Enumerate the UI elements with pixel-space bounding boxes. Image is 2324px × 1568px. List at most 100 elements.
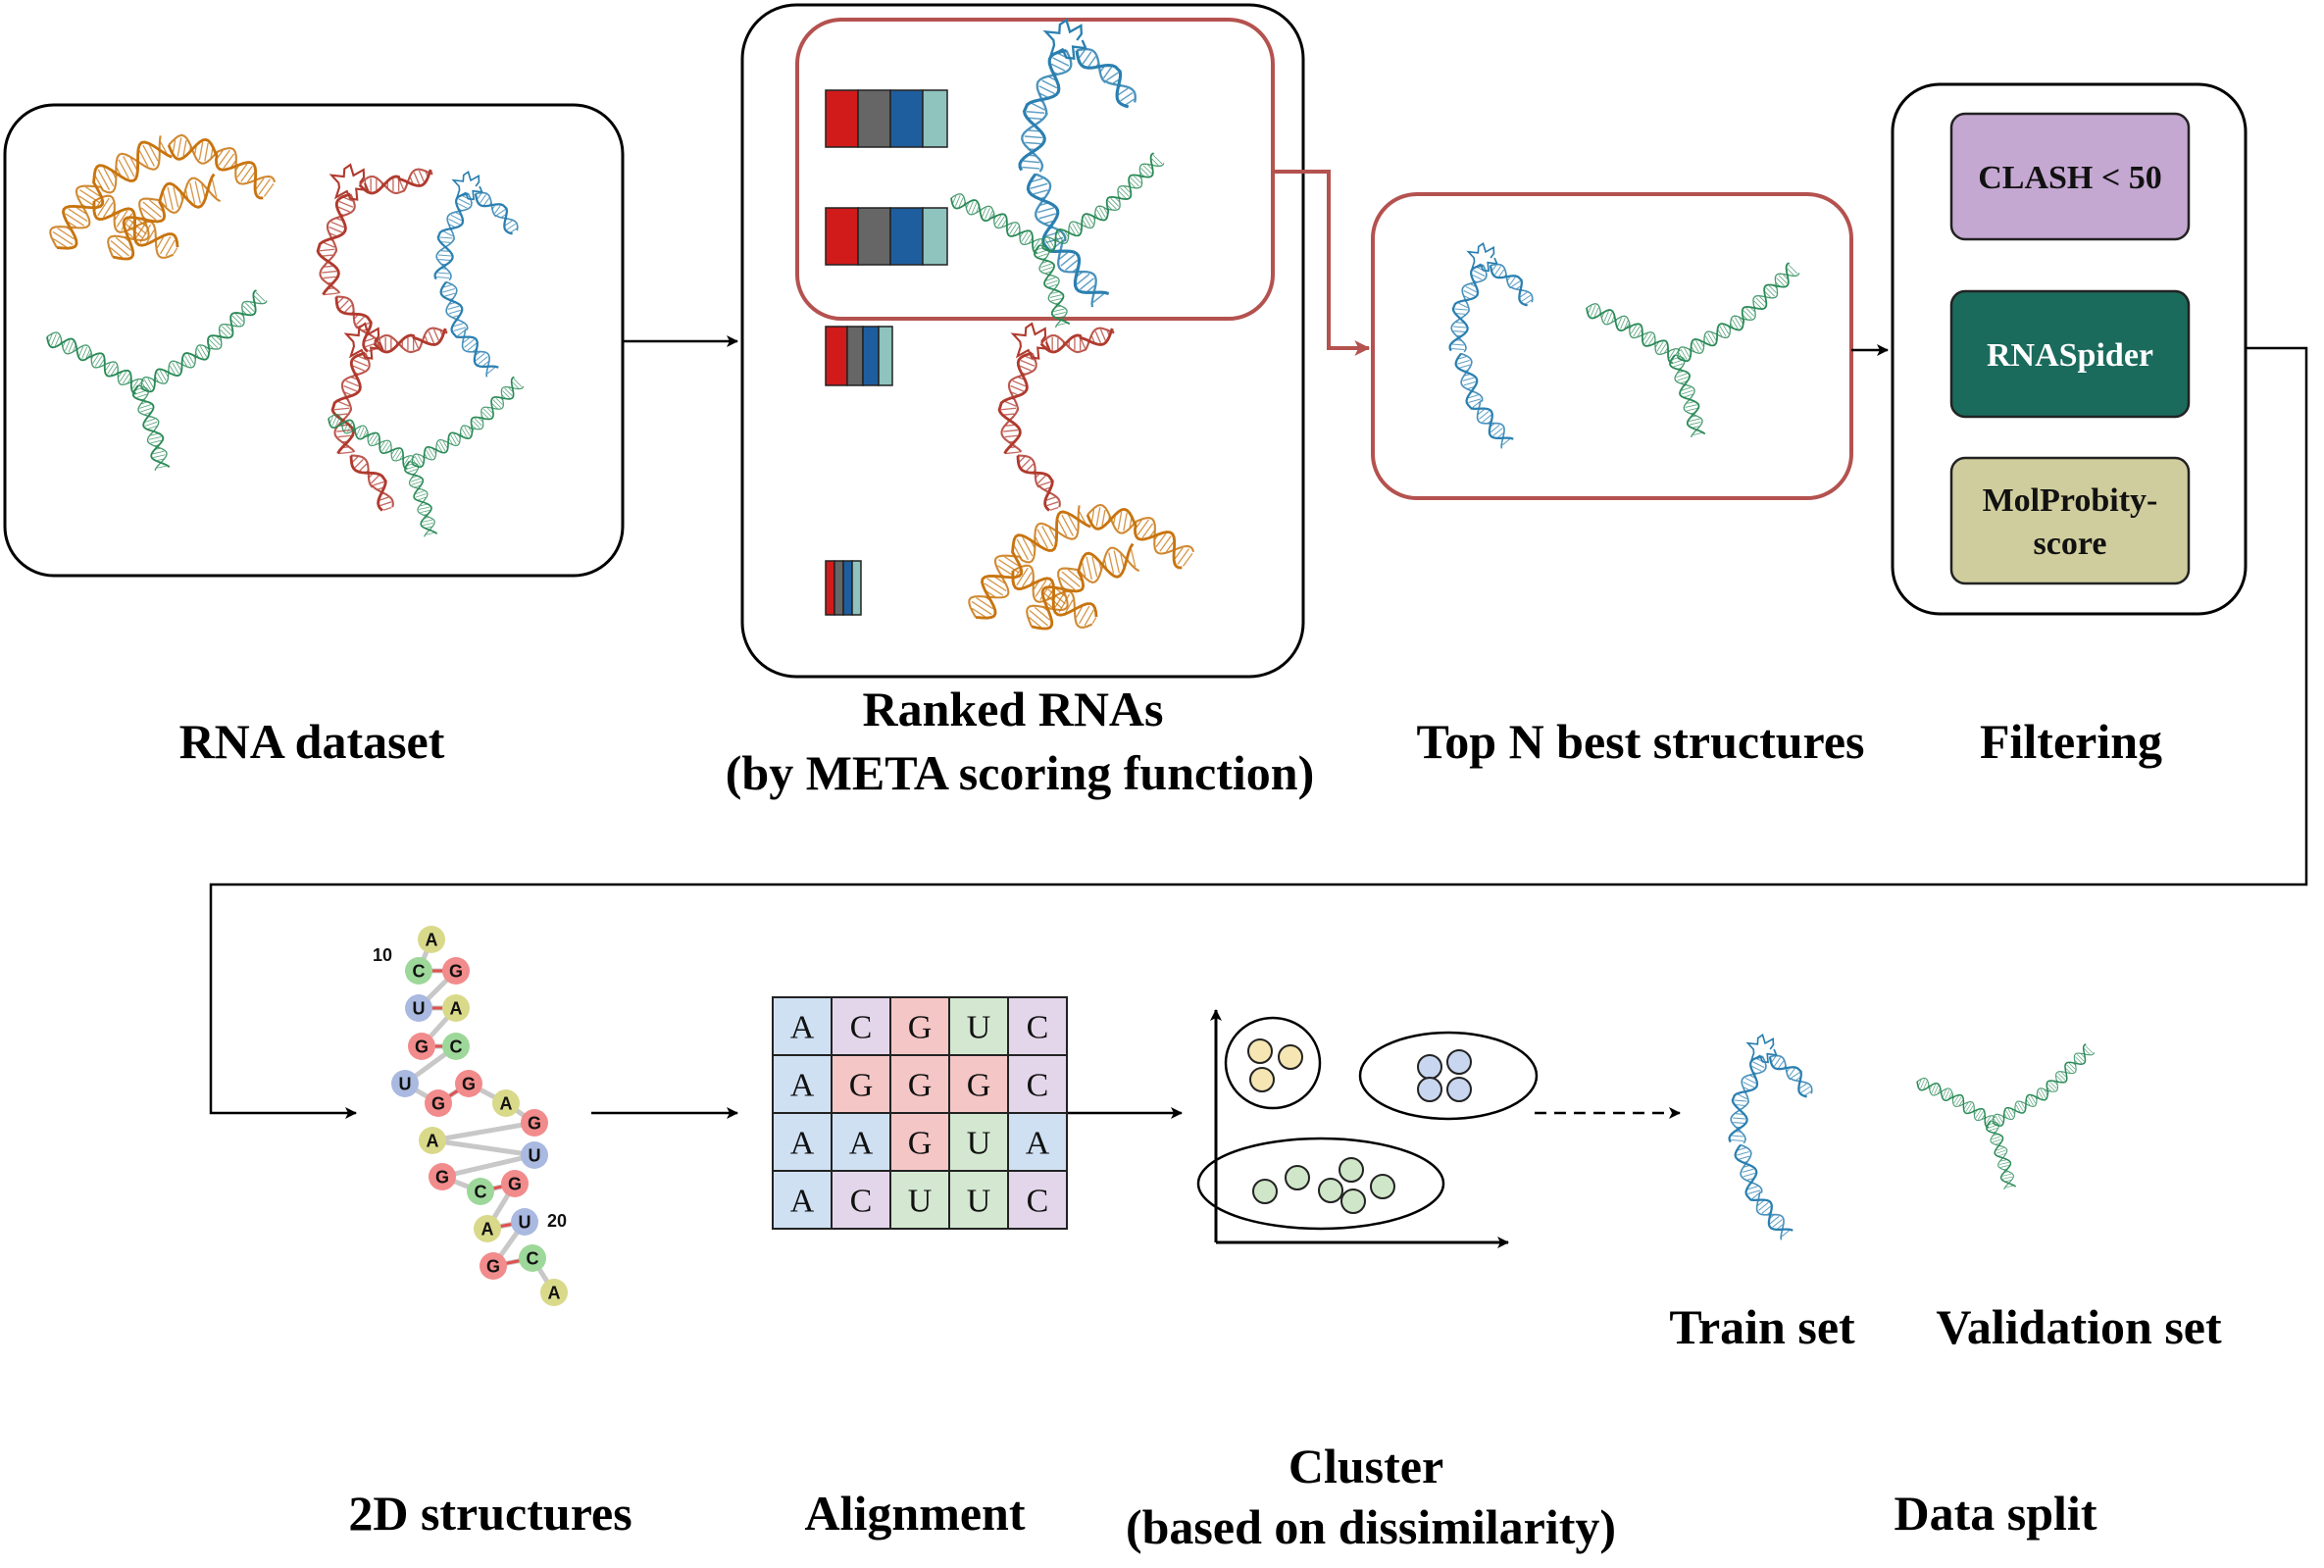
- cluster-point: [1278, 1044, 1303, 1070]
- nucleotide-node: [408, 1033, 435, 1060]
- alignment-letter: C: [1027, 1068, 1049, 1104]
- nucleotide-letter: G: [431, 1094, 445, 1114]
- alignment-cell: [948, 1112, 1009, 1172]
- rna-top-blue-icon: [1448, 242, 1534, 449]
- filter-label-1-1: CLASH < 50: [1978, 160, 2162, 196]
- alignment-letter: U: [967, 1010, 991, 1046]
- top-n-box: [1371, 192, 1853, 500]
- alignment-cell: [1007, 1170, 1068, 1230]
- caption-ranked-line2: (by META scoring function): [726, 745, 1315, 800]
- alignment-letter: U: [908, 1184, 933, 1220]
- rna-orange-1-icon: [49, 133, 277, 261]
- filter-label-3-1: MolProbity-: [1983, 482, 2158, 519]
- rna-red-2-icon: [330, 322, 448, 512]
- caption-rna-dataset: RNA dataset: [179, 714, 445, 769]
- alignment-letter: G: [849, 1068, 874, 1104]
- cluster-point: [1247, 1038, 1273, 1064]
- rna-green-1-icon: [46, 289, 268, 471]
- filter-label-2-1: RNASpider: [1987, 337, 2153, 374]
- cluster-point: [1339, 1157, 1364, 1183]
- alignment-cell: [1007, 1054, 1068, 1114]
- nucleotide-letter: C: [527, 1249, 539, 1269]
- cluster-point: [1249, 1067, 1275, 1092]
- alignment-letter: C: [1027, 1010, 1049, 1046]
- nucleotide-letter: G: [528, 1114, 541, 1134]
- caption-top-n: Top N best structures: [1417, 714, 1865, 769]
- alignment-cell: [889, 1170, 950, 1230]
- nucleotide-letter: G: [415, 1037, 429, 1057]
- alignment-letter: U: [967, 1126, 991, 1162]
- nucleotide-node: [474, 1215, 501, 1242]
- nucleotide-node: [521, 1141, 548, 1169]
- alignment-letter: G: [908, 1010, 933, 1046]
- cluster-point: [1446, 1077, 1472, 1102]
- caption-ranked-line1: Ranked RNAs: [862, 682, 1163, 736]
- rna-top-green-icon: [1586, 262, 1800, 438]
- nucleotide-node: [521, 1109, 548, 1137]
- alignment-letter: G: [908, 1068, 933, 1104]
- ranked-rnas-box: [740, 3, 1305, 679]
- alignment-cell: [889, 1054, 950, 1114]
- rna-blue-1-icon: [433, 171, 519, 378]
- cluster-point: [1417, 1077, 1442, 1102]
- rank-bar-2: [825, 207, 948, 266]
- filter-label-3-2: score: [2034, 526, 2107, 562]
- cluster-points: [1247, 1038, 1472, 1214]
- nucleotide-node: [480, 1252, 507, 1280]
- filter-box-2: [1949, 289, 2191, 419]
- rna-train-blue-icon: [1728, 1034, 1813, 1240]
- nucleotide-node: [429, 1163, 456, 1190]
- cluster-point: [1446, 1049, 1472, 1075]
- nucleotide-letter: A: [548, 1284, 561, 1303]
- rank-bar-3: [825, 326, 893, 386]
- caption-train-set: Train set: [1669, 1299, 1855, 1354]
- nucleotide-letter: G: [462, 1075, 476, 1094]
- nucleotide-letter: G: [486, 1257, 500, 1277]
- cluster-ellipse-2: [1358, 1031, 1539, 1121]
- cluster-ellipse-3: [1196, 1137, 1445, 1231]
- nucleotide-letter: C: [475, 1183, 487, 1202]
- alignment-letter: A: [790, 1068, 815, 1104]
- nucleotide-node: [418, 926, 445, 953]
- nucleotide-node: [501, 1170, 529, 1197]
- alignment-letter: C: [850, 1184, 873, 1220]
- top-selection-highlight: [795, 18, 1275, 321]
- caption-cluster-line2: (based on dissimilarity): [1126, 1499, 1616, 1554]
- nucleotide-letter: A: [500, 1094, 513, 1114]
- rank-bar-4: [825, 560, 862, 616]
- nucleotide-letter: G: [449, 962, 463, 982]
- rna-ranked-green-icon: [950, 152, 1165, 329]
- nucleotide-node: [511, 1208, 538, 1236]
- cluster-point: [1285, 1165, 1310, 1190]
- nucleotide-node: [442, 994, 470, 1022]
- nucleotide-node: [442, 1033, 470, 1060]
- nucleotide-node: [442, 957, 470, 985]
- cluster-point: [1340, 1189, 1366, 1214]
- nucleotide-node: [405, 957, 432, 985]
- nucleotide-node: [492, 1089, 520, 1117]
- alignment-letter: U: [967, 1184, 991, 1220]
- rna-ranked-blue-icon: [1018, 18, 1137, 308]
- alignment-cell: [1007, 996, 1068, 1056]
- nucleotide-letter: G: [508, 1175, 522, 1194]
- position-label-10: 10: [373, 945, 392, 965]
- rna-ranked-orange-icon: [968, 503, 1195, 631]
- rna-dataset-box: [3, 103, 625, 578]
- nucleotide-letter: U: [519, 1213, 531, 1233]
- caption-alignment: Alignment: [805, 1486, 1026, 1541]
- cluster-ellipse-1: [1224, 1016, 1322, 1110]
- alignment-letter: G: [967, 1068, 991, 1104]
- filter-box-3: [1949, 456, 2191, 585]
- alignment-cell: [831, 1170, 891, 1230]
- nucleotide-node: [467, 1178, 494, 1205]
- alignment-cell: [772, 1170, 833, 1230]
- arrow-ranked-to-top-n: [1273, 170, 1371, 356]
- alignment-cell: [948, 996, 1009, 1056]
- nucleotide-node: [519, 1244, 546, 1272]
- nucleotide-letter: U: [529, 1146, 541, 1166]
- nucleotide-node: [425, 1089, 452, 1117]
- rna-ranked-red-icon: [997, 322, 1115, 512]
- nucleotide-letter: A: [450, 999, 463, 1019]
